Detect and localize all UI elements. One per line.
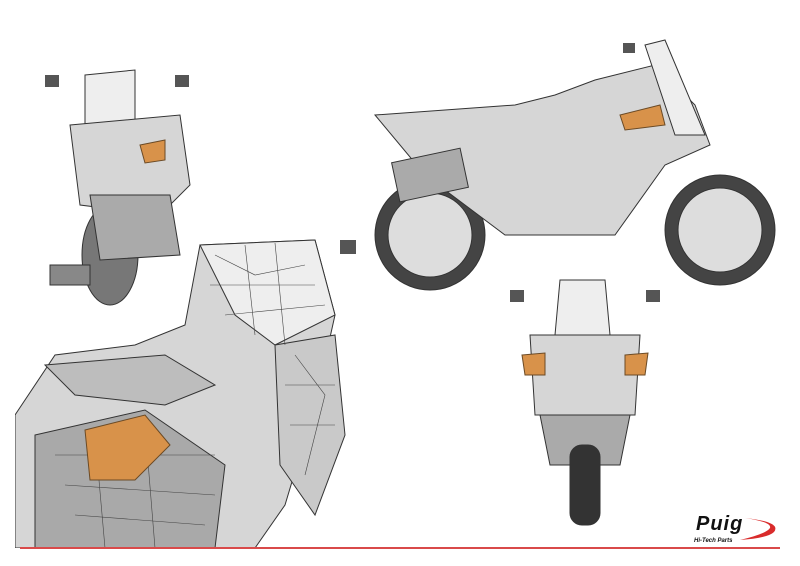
highlighted-part — [84, 414, 171, 481]
highlighted-part-right — [624, 352, 649, 376]
closeup-view — [15, 239, 356, 548]
front-view — [510, 279, 660, 526]
logo-wordmark: Puig — [696, 513, 744, 535]
puig-logo: Puig Hi-Tech Parts — [690, 514, 780, 546]
logo-tagline: Hi-Tech Parts — [694, 538, 733, 544]
highlighted-part-left — [521, 352, 546, 376]
front-three-quarter-view — [45, 69, 191, 306]
highlighted-part — [139, 139, 166, 164]
mirror — [340, 240, 356, 254]
highlighted-part — [619, 104, 666, 131]
brand-divider-line — [20, 547, 780, 549]
side-view — [373, 39, 776, 291]
